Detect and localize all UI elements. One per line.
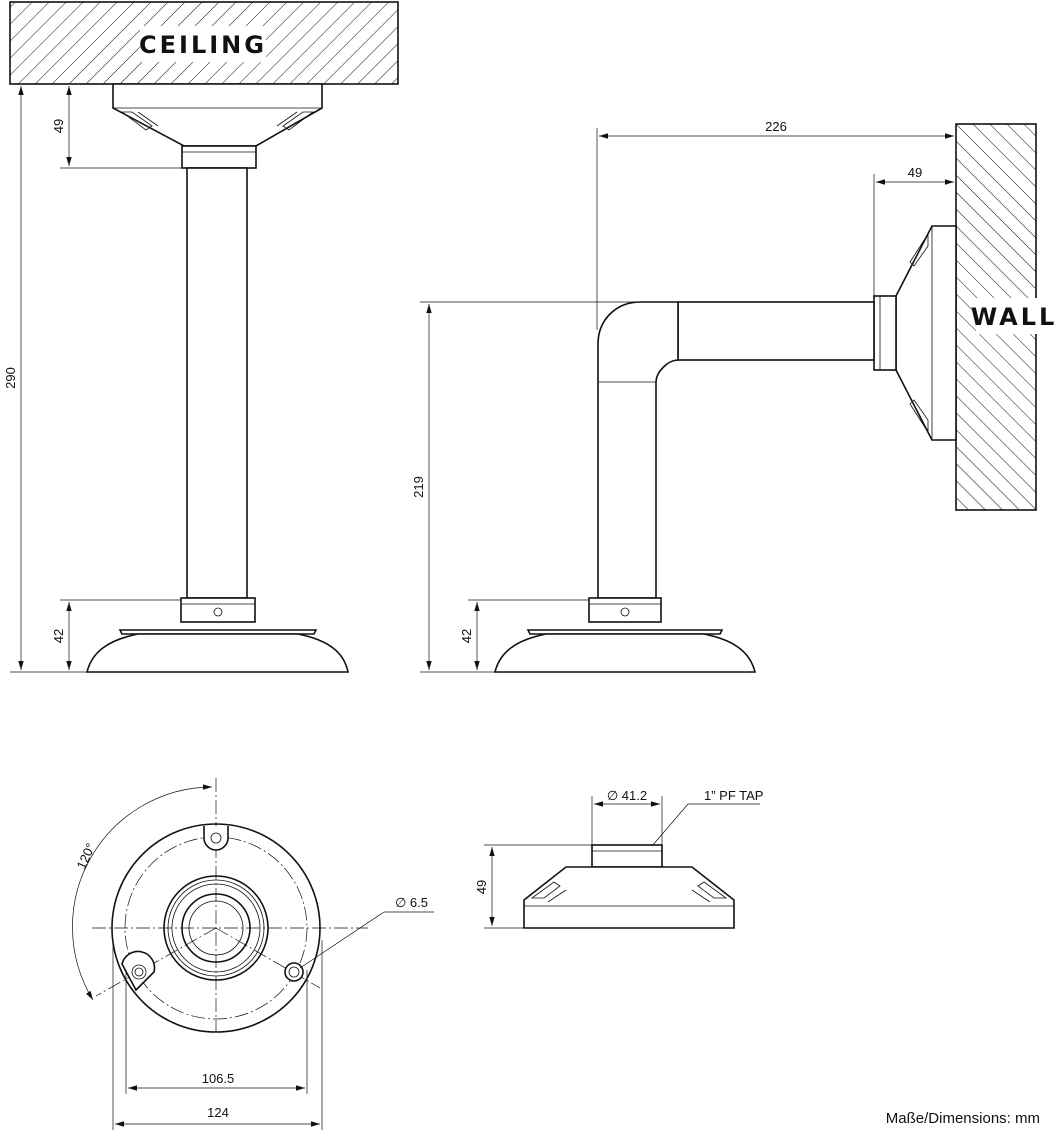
plate-body [523, 866, 735, 929]
plate-side-view: ∅ 41.2 1” PF TAP 49 [474, 788, 763, 929]
dim-wall-base: 42 [459, 629, 474, 643]
dim-thread-diameter: ∅ 41.2 [607, 788, 647, 803]
dim-wall-reach: 226 [765, 119, 787, 134]
thread-label: 1” PF TAP [704, 788, 763, 803]
wall-arm [677, 301, 875, 361]
dim-outer-diameter: 124 [207, 1105, 229, 1120]
ceiling-base-dome [85, 633, 349, 673]
wall-collar [873, 295, 897, 371]
ceiling-label: CEILING [139, 31, 267, 59]
dim-bolt-circle: 106.5 [202, 1071, 235, 1086]
dim-angle: 120° [74, 841, 99, 872]
dim-plate-height: 49 [474, 880, 489, 894]
mount-hole-top [203, 826, 229, 851]
ceiling-mount-view: CEILING 290 49 42 [3, 1, 399, 673]
plate-thread [591, 844, 663, 868]
dim-ceiling-total: 290 [3, 367, 18, 389]
wall-lower-collar [588, 597, 662, 623]
ceiling-collar [181, 145, 257, 169]
wall-mount-view: WALL 226 49 219 [411, 119, 1058, 673]
dim-ceiling-base: 42 [51, 629, 66, 643]
mount-hole-right [284, 962, 304, 982]
wall-plate [895, 225, 957, 441]
ceiling-lower-collar [180, 597, 256, 623]
ceiling-pole [186, 167, 248, 599]
dim-hole: ∅ 6.5 [395, 895, 428, 910]
mount-hole-left [121, 950, 156, 992]
base-top-view: 120° ∅ 6.5 106.5 124 [72, 778, 434, 1130]
angle-arc [72, 784, 213, 1001]
wall-elbow [597, 301, 679, 599]
ceiling-plate [112, 83, 323, 147]
wall-base-dome [493, 633, 757, 673]
dim-ceiling-plate: 49 [51, 119, 66, 133]
wall-label: WALL [971, 303, 1058, 331]
dim-wall-plate: 49 [908, 165, 922, 180]
dim-wall-height: 219 [411, 476, 426, 498]
units-note: Maße/Dimensions: mm [886, 1110, 1040, 1127]
